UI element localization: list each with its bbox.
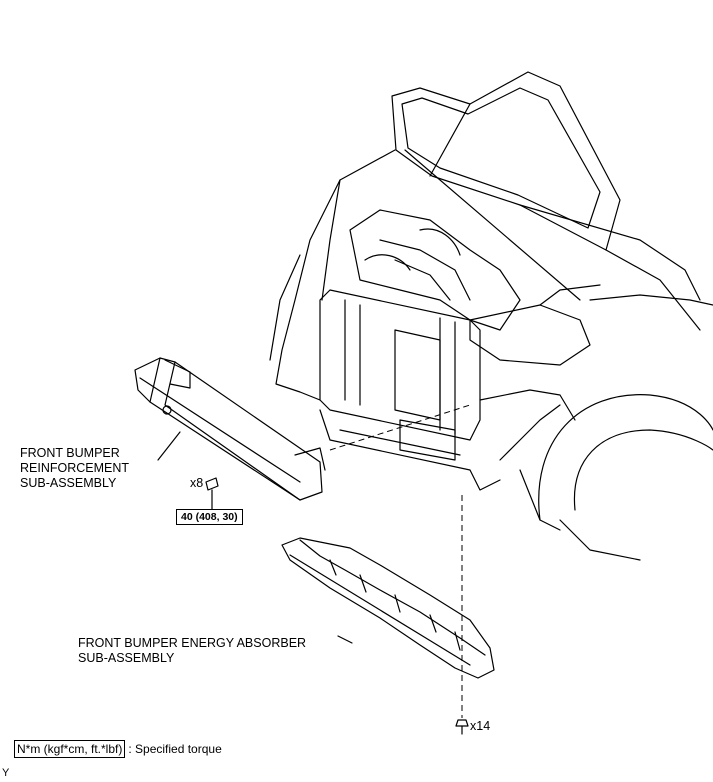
corner-mark: Y — [2, 767, 10, 779]
windshield — [519, 204, 701, 301]
hood — [391, 71, 621, 251]
legend: N*m (kgf*cm, ft.*lbf) : Specified torque — [14, 740, 222, 758]
alignment-line-upper — [329, 404, 471, 451]
leader-reinforcement — [157, 431, 181, 461]
lower-apron — [319, 409, 501, 491]
absorber-label: FRONT BUMPER ENERGY ABSORBER SUB-ASSEMBL… — [78, 636, 307, 665]
leader-absorber — [337, 635, 353, 644]
radiator-core — [394, 329, 441, 421]
right-fender — [589, 294, 713, 306]
clip-quantity-label: x14 — [470, 719, 491, 733]
hood-stay — [404, 149, 581, 301]
engine-bay — [349, 209, 521, 331]
torque-spec-box: 40 (408, 30) — [176, 509, 243, 525]
right-headlamp — [469, 304, 591, 366]
bolt-reinforcement — [205, 477, 219, 510]
energy-absorber — [281, 537, 495, 679]
left-fender — [275, 149, 396, 401]
legend-text: : Specified torque — [128, 742, 222, 756]
vehicle-front-end — [269, 71, 713, 561]
reinforcement-label: FRONT BUMPER REINFORCEMENT SUB-ASSEMBLY — [20, 446, 130, 490]
bumper-reinforcement — [134, 357, 326, 501]
radiator-support — [319, 289, 481, 441]
right-wheel-outer — [538, 394, 713, 521]
bolt-quantity-label: x8 — [190, 476, 204, 490]
legend-unit-box: N*m (kgf*cm, ft.*lbf) — [14, 740, 126, 758]
clip-absorber — [455, 719, 469, 735]
